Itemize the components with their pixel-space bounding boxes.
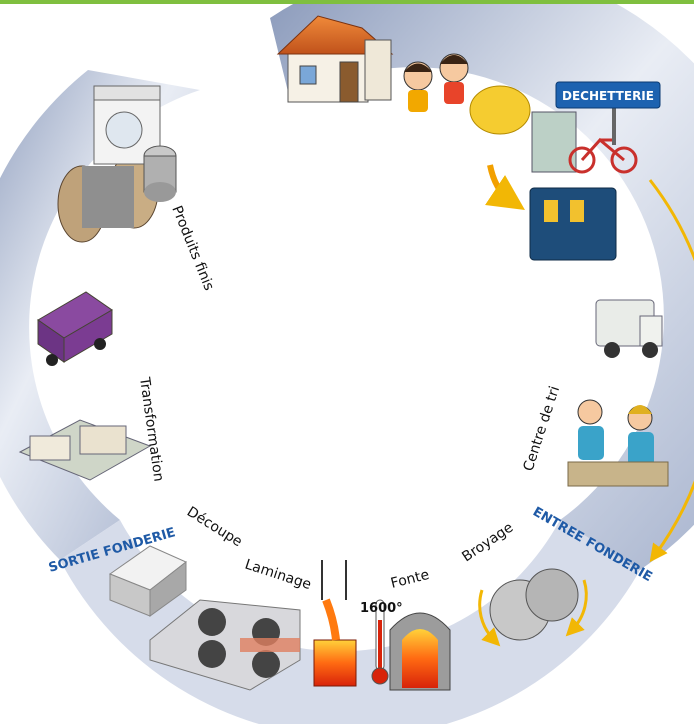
metal-pipes-icon (143, 145, 177, 202)
stage-label-centre-de-tri: Centre de tri (521, 384, 564, 473)
top-accent-strip (0, 0, 694, 4)
stage-label-laminage: Laminage (243, 557, 313, 593)
children-illustration (403, 53, 469, 112)
stage-label-decoupe: Découpe (184, 504, 245, 550)
rolling-mill-icon (149, 599, 301, 691)
stage-label-fonte: Fonte (389, 567, 431, 592)
sorting-workers-illustration (567, 399, 669, 487)
metal-block-icon (108, 545, 187, 617)
dechetterie-sign: DECHETTERIE (555, 81, 661, 145)
ring-gap (210, 22, 250, 130)
dechetterie-sign-text: DECHETTERIE (562, 89, 654, 103)
stage-label-transformation: Transformation (136, 375, 167, 482)
collection-container-icon (529, 187, 617, 261)
thermometer-reading: 1600° (360, 601, 403, 616)
flow-arrow-right (648, 179, 694, 563)
shredder-rollers-icon (478, 568, 588, 647)
stage-label-broyage: Broyage (459, 520, 516, 566)
bicycle-icon (568, 137, 638, 174)
flow-arrow-to-container (485, 164, 525, 210)
furnace-icon (389, 612, 451, 691)
thermometer-icon (371, 599, 389, 685)
factory-buildings-icon (18, 419, 152, 481)
molten-metal-crucible-icon (313, 560, 357, 687)
waste-bag-icon (469, 85, 531, 135)
stage-label-produits-finis: Produits finis (168, 204, 217, 293)
waste-truck-icon (595, 299, 663, 358)
delivery-truck-icon (37, 291, 113, 366)
house-illustration (276, 15, 394, 103)
